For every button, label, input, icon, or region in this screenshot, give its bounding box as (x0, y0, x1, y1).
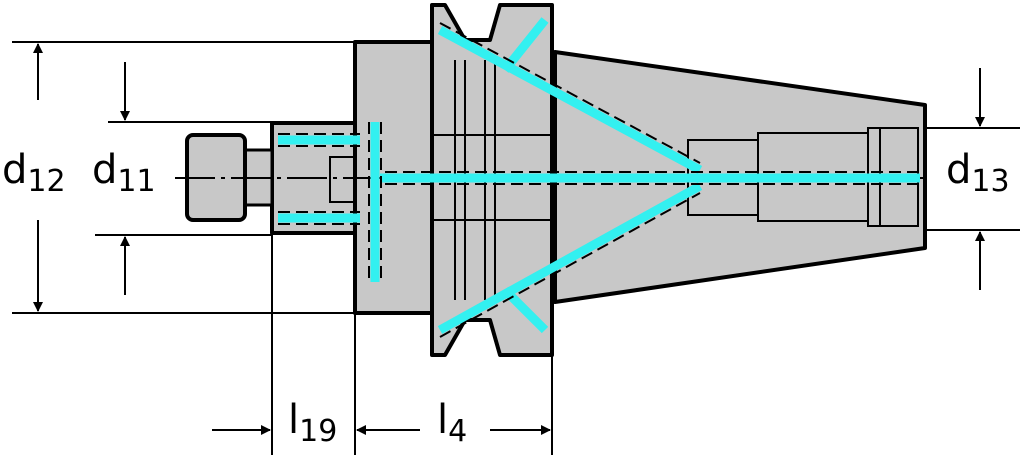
label-l19: l19 (288, 397, 338, 449)
dimension-lines (12, 41, 1020, 455)
label-l4: l4 (437, 397, 468, 449)
label-d11: d11 (92, 147, 156, 199)
coolant-channel-edges (278, 22, 920, 338)
label-d13: d13 (946, 147, 1010, 199)
label-d12: d12 (2, 147, 66, 199)
